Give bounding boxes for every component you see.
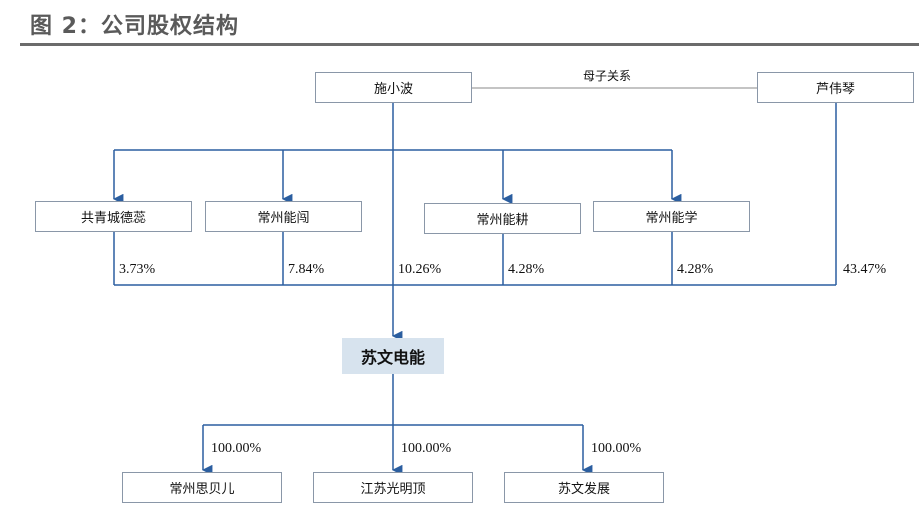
holder-box-1: 共青城德蕊 — [35, 201, 192, 232]
holder-box-3: 常州能耕 — [424, 203, 581, 234]
title-rule — [20, 43, 919, 46]
page-title: 图 2：公司股权结构 — [30, 14, 239, 39]
holder-pct-4: 4.28% — [677, 262, 714, 277]
holder-box-2: 常州能闯 — [205, 201, 362, 232]
holder-box-4: 常州能学 — [593, 201, 750, 232]
founder-direct-pct: 10.26% — [398, 262, 442, 277]
subsidiary-pct-1: 100.00% — [211, 441, 262, 456]
subsidiary-box-1: 常州思贝儿 — [122, 472, 282, 503]
subsidiary-box-2: 江苏光明顶 — [313, 472, 473, 503]
founder-box: 施小波 — [315, 72, 472, 103]
company-box: 苏文电能 — [342, 338, 444, 374]
mother-direct-pct: 43.47% — [843, 262, 887, 277]
subsidiary-pct-2: 100.00% — [401, 441, 452, 456]
subsidiary-box-3: 苏文发展 — [504, 472, 664, 503]
holder-pct-1: 3.73% — [119, 262, 156, 277]
mother-box: 芦伟琴 — [757, 72, 914, 103]
subsidiary-pct-3: 100.00% — [591, 441, 642, 456]
holder-pct-2: 7.84% — [288, 262, 325, 277]
holder-pct-3: 4.28% — [508, 262, 545, 277]
relation-label: 母子关系 — [583, 69, 632, 83]
